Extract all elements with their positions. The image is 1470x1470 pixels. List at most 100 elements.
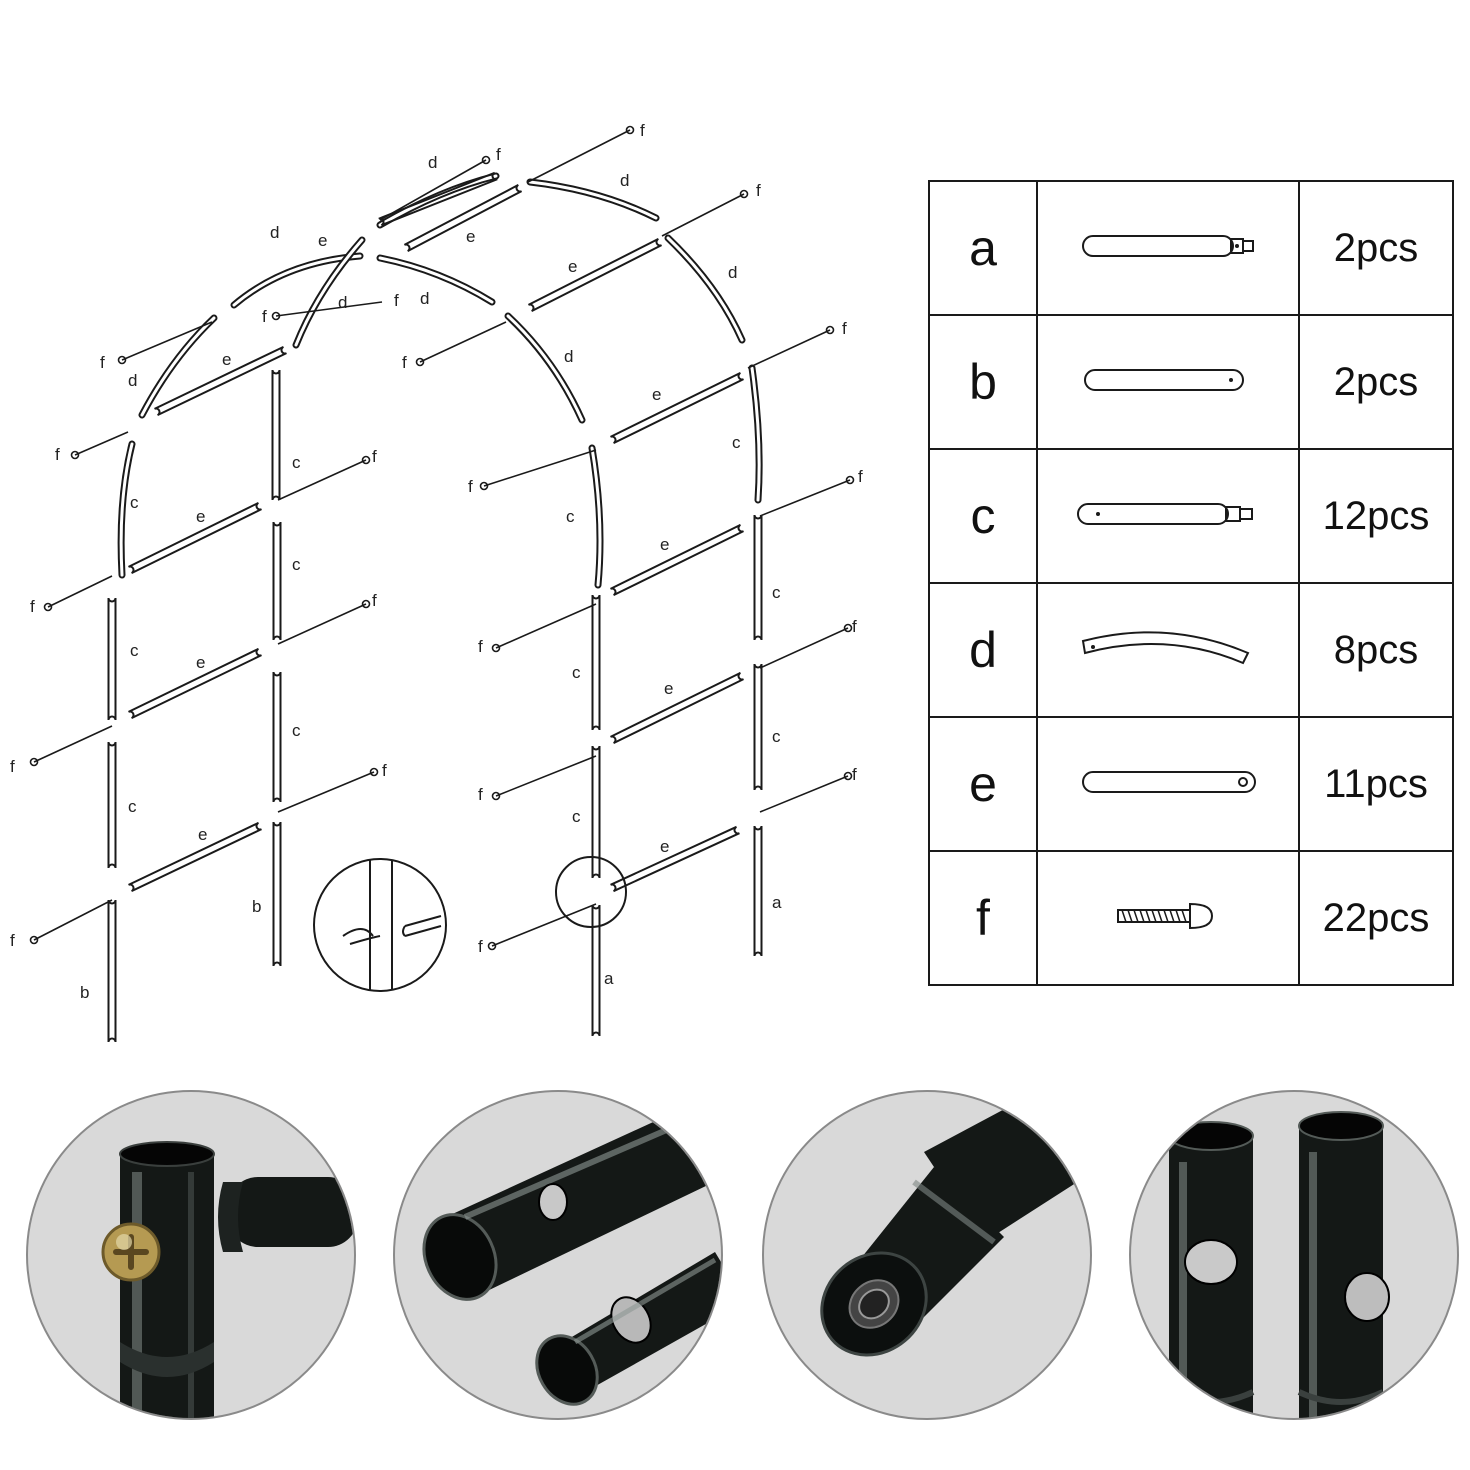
frame-tube — [271, 369, 281, 501]
photo-tube-pair — [1129, 1090, 1459, 1420]
crossbar — [610, 371, 744, 445]
crossbar — [610, 825, 740, 893]
part-row-c: c 12pcs — [928, 448, 1454, 584]
frame-tube — [753, 825, 763, 957]
frame-tube — [753, 663, 763, 791]
part-quantity: 2pcs — [1298, 180, 1454, 316]
arch-tube — [526, 178, 660, 222]
screw-line — [43, 575, 113, 612]
part-label-f: f — [640, 121, 645, 140]
part-label-f: f — [402, 353, 407, 372]
part-label-e: e — [196, 653, 205, 672]
part-label-e: e — [660, 837, 669, 856]
part-shape-tube-with-tab-icon — [1036, 180, 1300, 316]
part-letter: f — [928, 850, 1038, 986]
screw-line — [277, 599, 371, 645]
arch-tube — [666, 236, 744, 342]
arch-tube — [504, 312, 586, 424]
part-quantity: 8pcs — [1298, 582, 1454, 718]
part-label-f: f — [30, 597, 35, 616]
part-label-c: c — [572, 807, 581, 826]
part-label-d: d — [428, 153, 437, 172]
part-label-f: f — [10, 931, 15, 950]
part-label-f: f — [478, 637, 483, 656]
part-label-c: c — [772, 727, 781, 746]
part-letter: c — [928, 448, 1038, 584]
frame-tube — [107, 597, 117, 721]
frame-tube — [591, 904, 601, 1037]
part-label-c: c — [128, 797, 137, 816]
arch-tube — [376, 172, 500, 229]
part-letter: b — [928, 314, 1038, 450]
frame-tube — [591, 594, 601, 731]
screw-line — [117, 321, 213, 365]
screw-line — [379, 155, 491, 221]
frame-tube — [272, 821, 282, 967]
part-label-e: e — [652, 385, 661, 404]
part-quantity: 12pcs — [1298, 448, 1454, 584]
part-label-c: c — [572, 663, 581, 682]
frame-parts — [107, 171, 763, 1043]
crossbar — [128, 501, 262, 575]
part-label-e: e — [664, 679, 673, 698]
arch-tube — [140, 316, 216, 417]
screw-line — [415, 321, 507, 367]
part-label-f: f — [10, 757, 15, 776]
screw-line — [487, 903, 597, 951]
part-label-c: c — [292, 721, 301, 740]
part-quantity: 2pcs — [1298, 314, 1454, 450]
part-label-d: d — [728, 263, 737, 282]
part-label-f: f — [852, 617, 857, 636]
crossbar — [128, 821, 262, 893]
part-label-f: f — [478, 785, 483, 804]
part-row-f: f 22pcs — [928, 850, 1454, 986]
part-label-a: a — [604, 969, 614, 988]
part-label-f: f — [858, 467, 863, 486]
part-label-c: c — [130, 641, 139, 660]
arch-tube-c — [590, 446, 602, 587]
part-quantity: 22pcs — [1298, 850, 1454, 986]
part-label-f: f — [478, 937, 483, 956]
part-label-c: c — [732, 433, 741, 452]
arch-tube — [664, 234, 746, 344]
crossbar — [527, 237, 663, 313]
part-label-f: f — [496, 145, 501, 164]
frame-tube — [107, 741, 117, 869]
part-quantity: 11pcs — [1298, 716, 1454, 852]
frame-tube — [272, 671, 282, 803]
part-label-d: d — [270, 223, 279, 242]
part-label-f: f — [100, 353, 105, 372]
screw-line — [479, 449, 597, 491]
part-label-f: f — [852, 765, 857, 784]
part-label-f: f — [262, 307, 267, 326]
arch-tube — [506, 314, 584, 422]
part-label-f: f — [382, 761, 387, 780]
part-label-e: e — [196, 507, 205, 526]
screw-line — [70, 431, 129, 460]
part-label-d: d — [338, 293, 347, 312]
part-label-c: c — [292, 453, 301, 472]
part-shape-screw-icon — [1036, 850, 1300, 986]
arch-tube — [378, 256, 494, 304]
part-label-d: d — [564, 347, 573, 366]
frame-tube — [753, 514, 763, 641]
screw-line — [759, 771, 853, 813]
crossbar — [403, 184, 523, 252]
part-label-e: e — [222, 350, 231, 369]
part-letter: d — [928, 582, 1038, 718]
arch-tube — [138, 314, 218, 419]
part-shape-curved-tube-icon — [1036, 582, 1300, 718]
screw-line — [747, 325, 835, 369]
screw-line — [29, 899, 113, 945]
frame-tube — [272, 521, 282, 641]
arch-tube — [292, 236, 366, 349]
photo-threaded-end — [762, 1090, 1092, 1420]
screw-line — [759, 623, 853, 669]
part-label-e: e — [318, 231, 327, 250]
part-label-d: d — [620, 171, 629, 190]
screw-line — [491, 603, 597, 653]
